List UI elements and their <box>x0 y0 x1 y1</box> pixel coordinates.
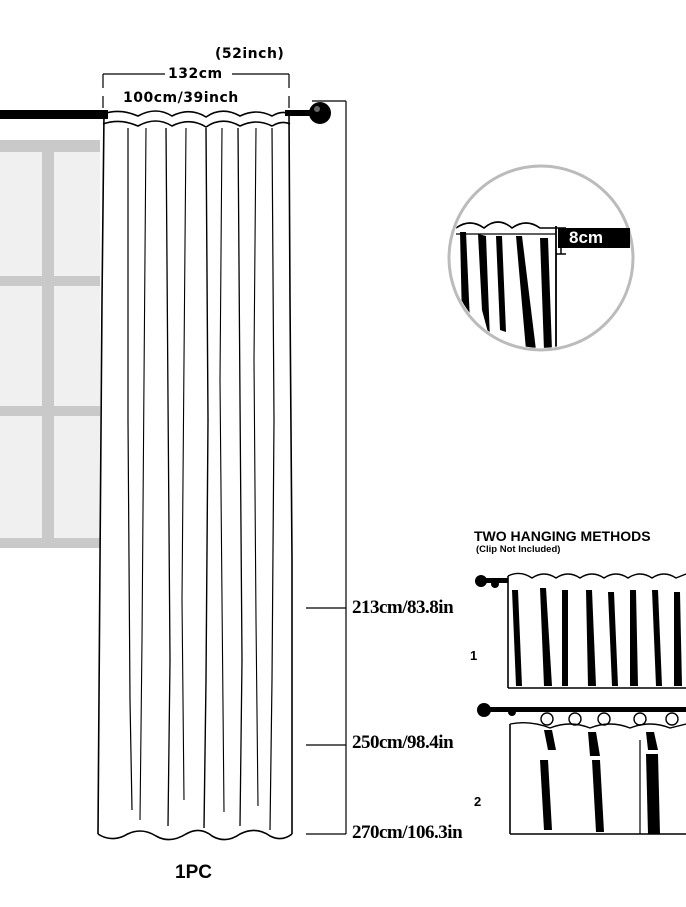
rod-width-label: 100cm/39inch <box>123 90 239 106</box>
length-label-250: 250cm/98.4in <box>352 732 454 753</box>
length-dimension-lines <box>306 100 347 835</box>
width-cm-label: 132cm <box>168 66 223 82</box>
header-detail-zoom <box>447 164 635 352</box>
width-inch-label: (52inch) <box>215 46 285 62</box>
window-illustration <box>0 140 100 548</box>
length-label-270: 270cm/106.3in <box>352 822 463 843</box>
header-height-label: 8cm <box>569 228 604 247</box>
curtain-panel <box>97 110 293 841</box>
curtain-rod <box>0 102 331 124</box>
width-dimension-lines <box>102 73 290 108</box>
length-label-213: 213cm/83.8in <box>352 597 454 618</box>
method-2-number: 2 <box>474 794 482 809</box>
method-2-clip-hanging <box>477 703 686 835</box>
hanging-methods-title: TWO HANGING METHODS <box>474 528 651 544</box>
hanging-methods-subtitle: (Clip Not Included) <box>476 544 561 555</box>
method-1-number: 1 <box>470 648 478 663</box>
quantity-label: 1PC <box>175 862 212 883</box>
method-1-rod-pocket <box>475 572 686 689</box>
